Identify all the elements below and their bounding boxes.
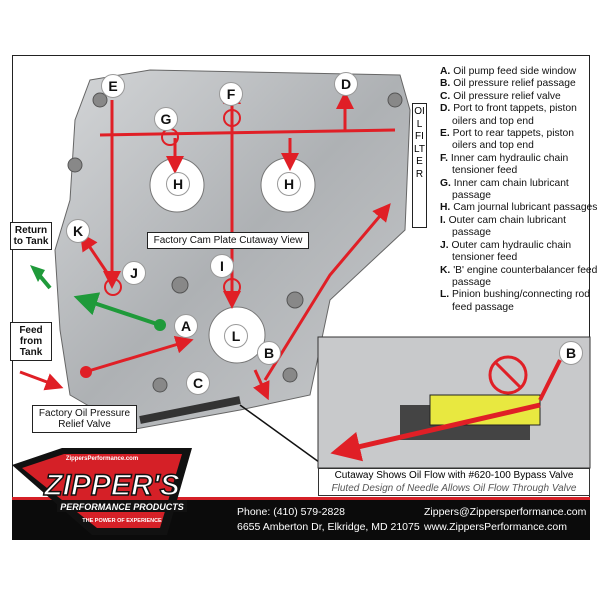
inset-caption-title: Cutaway Shows Oil Flow with #620-100 Byp… xyxy=(334,470,574,481)
legend-text: 'B' engine counterbalancer feed passage xyxy=(452,264,598,288)
marker-b: B xyxy=(257,341,281,365)
legend-key: I. xyxy=(440,214,446,226)
logo-site: ZippersPerformance.com xyxy=(66,456,138,462)
legend-item: H. Cam journal lubricant passages xyxy=(440,202,598,214)
legend-text: Outer cam chain lubricant passage xyxy=(448,214,566,239)
marker-j: J xyxy=(122,261,146,285)
address: 6655 Amberton Dr, Elkridge, MD 21075 xyxy=(237,521,420,533)
contact-right: Zippers@Zippersperformance.com www.Zippe… xyxy=(424,505,586,535)
legend-key: E. xyxy=(440,128,450,140)
return-to-tank-callout: Return to Tank xyxy=(10,222,52,250)
email-link[interactable]: Zippers@Zippersperformance.com xyxy=(424,506,587,518)
website-link[interactable]: www.ZippersPerformance.com xyxy=(424,521,567,533)
legend-item: C. Oil pressure relief valve xyxy=(440,91,598,103)
legend-text: Cam journal lubricant passages xyxy=(453,202,598,214)
logo-tagline: THE POWER OF EXPERIENCE xyxy=(82,518,162,524)
phone: Phone: (410) 579-2828 xyxy=(237,506,345,518)
marker-k: K xyxy=(66,219,90,243)
marker-g: G xyxy=(154,107,178,131)
legend-item: B. Oil pressure relief passage xyxy=(440,78,598,90)
legend-item: L. Pinion bushing/connecting rod feed pa… xyxy=(440,289,598,314)
legend-text: Port to front tappets, piston oilers and… xyxy=(452,103,577,127)
legend-key: H. xyxy=(440,202,451,214)
oil-filter-label: OIL FILTER xyxy=(412,103,427,228)
legend-key: D. xyxy=(440,103,451,115)
legend-key: C. xyxy=(440,90,451,102)
marker-c: C xyxy=(186,371,210,395)
logo-name: ZIPPER'S xyxy=(43,469,180,502)
legend-item: E. Port to rear tappets, piston oilers a… xyxy=(440,128,598,153)
cam-plate-view-callout: Factory Cam Plate Cutaway View xyxy=(147,232,309,249)
legend-item: D. Port to front tappets, piston oilers … xyxy=(440,103,598,128)
relief-valve-callout: Factory Oil Pressure Relief Valve xyxy=(32,405,137,433)
legend-text: Inner cam hydraulic chain tensioner feed xyxy=(450,152,569,177)
legend-text: Outer cam hydraulic chain tensioner feed xyxy=(451,239,572,264)
contact-left: Phone: (410) 579-2828 6655 Amberton Dr, … xyxy=(237,505,420,535)
legend-key: K. xyxy=(440,264,451,276)
legend-text: Oil pressure relief valve xyxy=(453,90,561,102)
legend-text: Inner cam chain lubricant passage xyxy=(452,177,569,202)
legend-item: A. Oil pump feed side window xyxy=(440,66,598,78)
marker-h-2: H xyxy=(277,172,301,196)
legend-key: B. xyxy=(440,78,451,90)
legend-text: Oil pressure relief passage xyxy=(453,78,576,90)
legend-key: L. xyxy=(440,289,450,301)
feed-from-tank-callout: Feed from Tank xyxy=(10,322,52,361)
legend-item: G. Inner cam chain lubricant passage xyxy=(440,178,598,203)
legend-text: Pinion bushing/connecting rod feed passa… xyxy=(452,289,590,313)
legend-key: J. xyxy=(440,239,449,251)
legend-item: K. 'B' engine counterbalancer feed passa… xyxy=(440,265,598,290)
inset-caption-subtitle: Fluted Design of Needle Allows Oil Flow … xyxy=(331,483,577,494)
marker-f: F xyxy=(219,82,243,106)
zippers-logo: ZippersPerformance.com ZIPPER'S PERFORMA… xyxy=(12,448,192,535)
legend-key: F. xyxy=(440,152,449,164)
inset-caption: Cutaway Shows Oil Flow with #620-100 Byp… xyxy=(318,468,590,496)
marker-a: A xyxy=(174,314,198,338)
marker-b-inset: B xyxy=(559,341,583,365)
marker-h-1: H xyxy=(166,172,190,196)
marker-l: L xyxy=(224,324,248,348)
marker-d: D xyxy=(334,72,358,96)
legend-key: G. xyxy=(440,177,451,189)
legend-item: F. Inner cam hydraulic chain tensioner f… xyxy=(440,153,598,178)
marker-i: I xyxy=(210,254,234,278)
legend-item: I. Outer cam chain lubricant passage xyxy=(440,215,598,240)
logo-sub: PERFORMANCE PRODUCTS xyxy=(60,502,184,512)
legend-key: A. xyxy=(440,66,451,77)
legend-text: Port to rear tappets, piston oilers and … xyxy=(452,128,574,152)
legend-text: Oil pump feed side window xyxy=(453,66,577,77)
marker-e: E xyxy=(101,74,125,98)
legend-item: J. Outer cam hydraulic chain tensioner f… xyxy=(440,240,598,265)
